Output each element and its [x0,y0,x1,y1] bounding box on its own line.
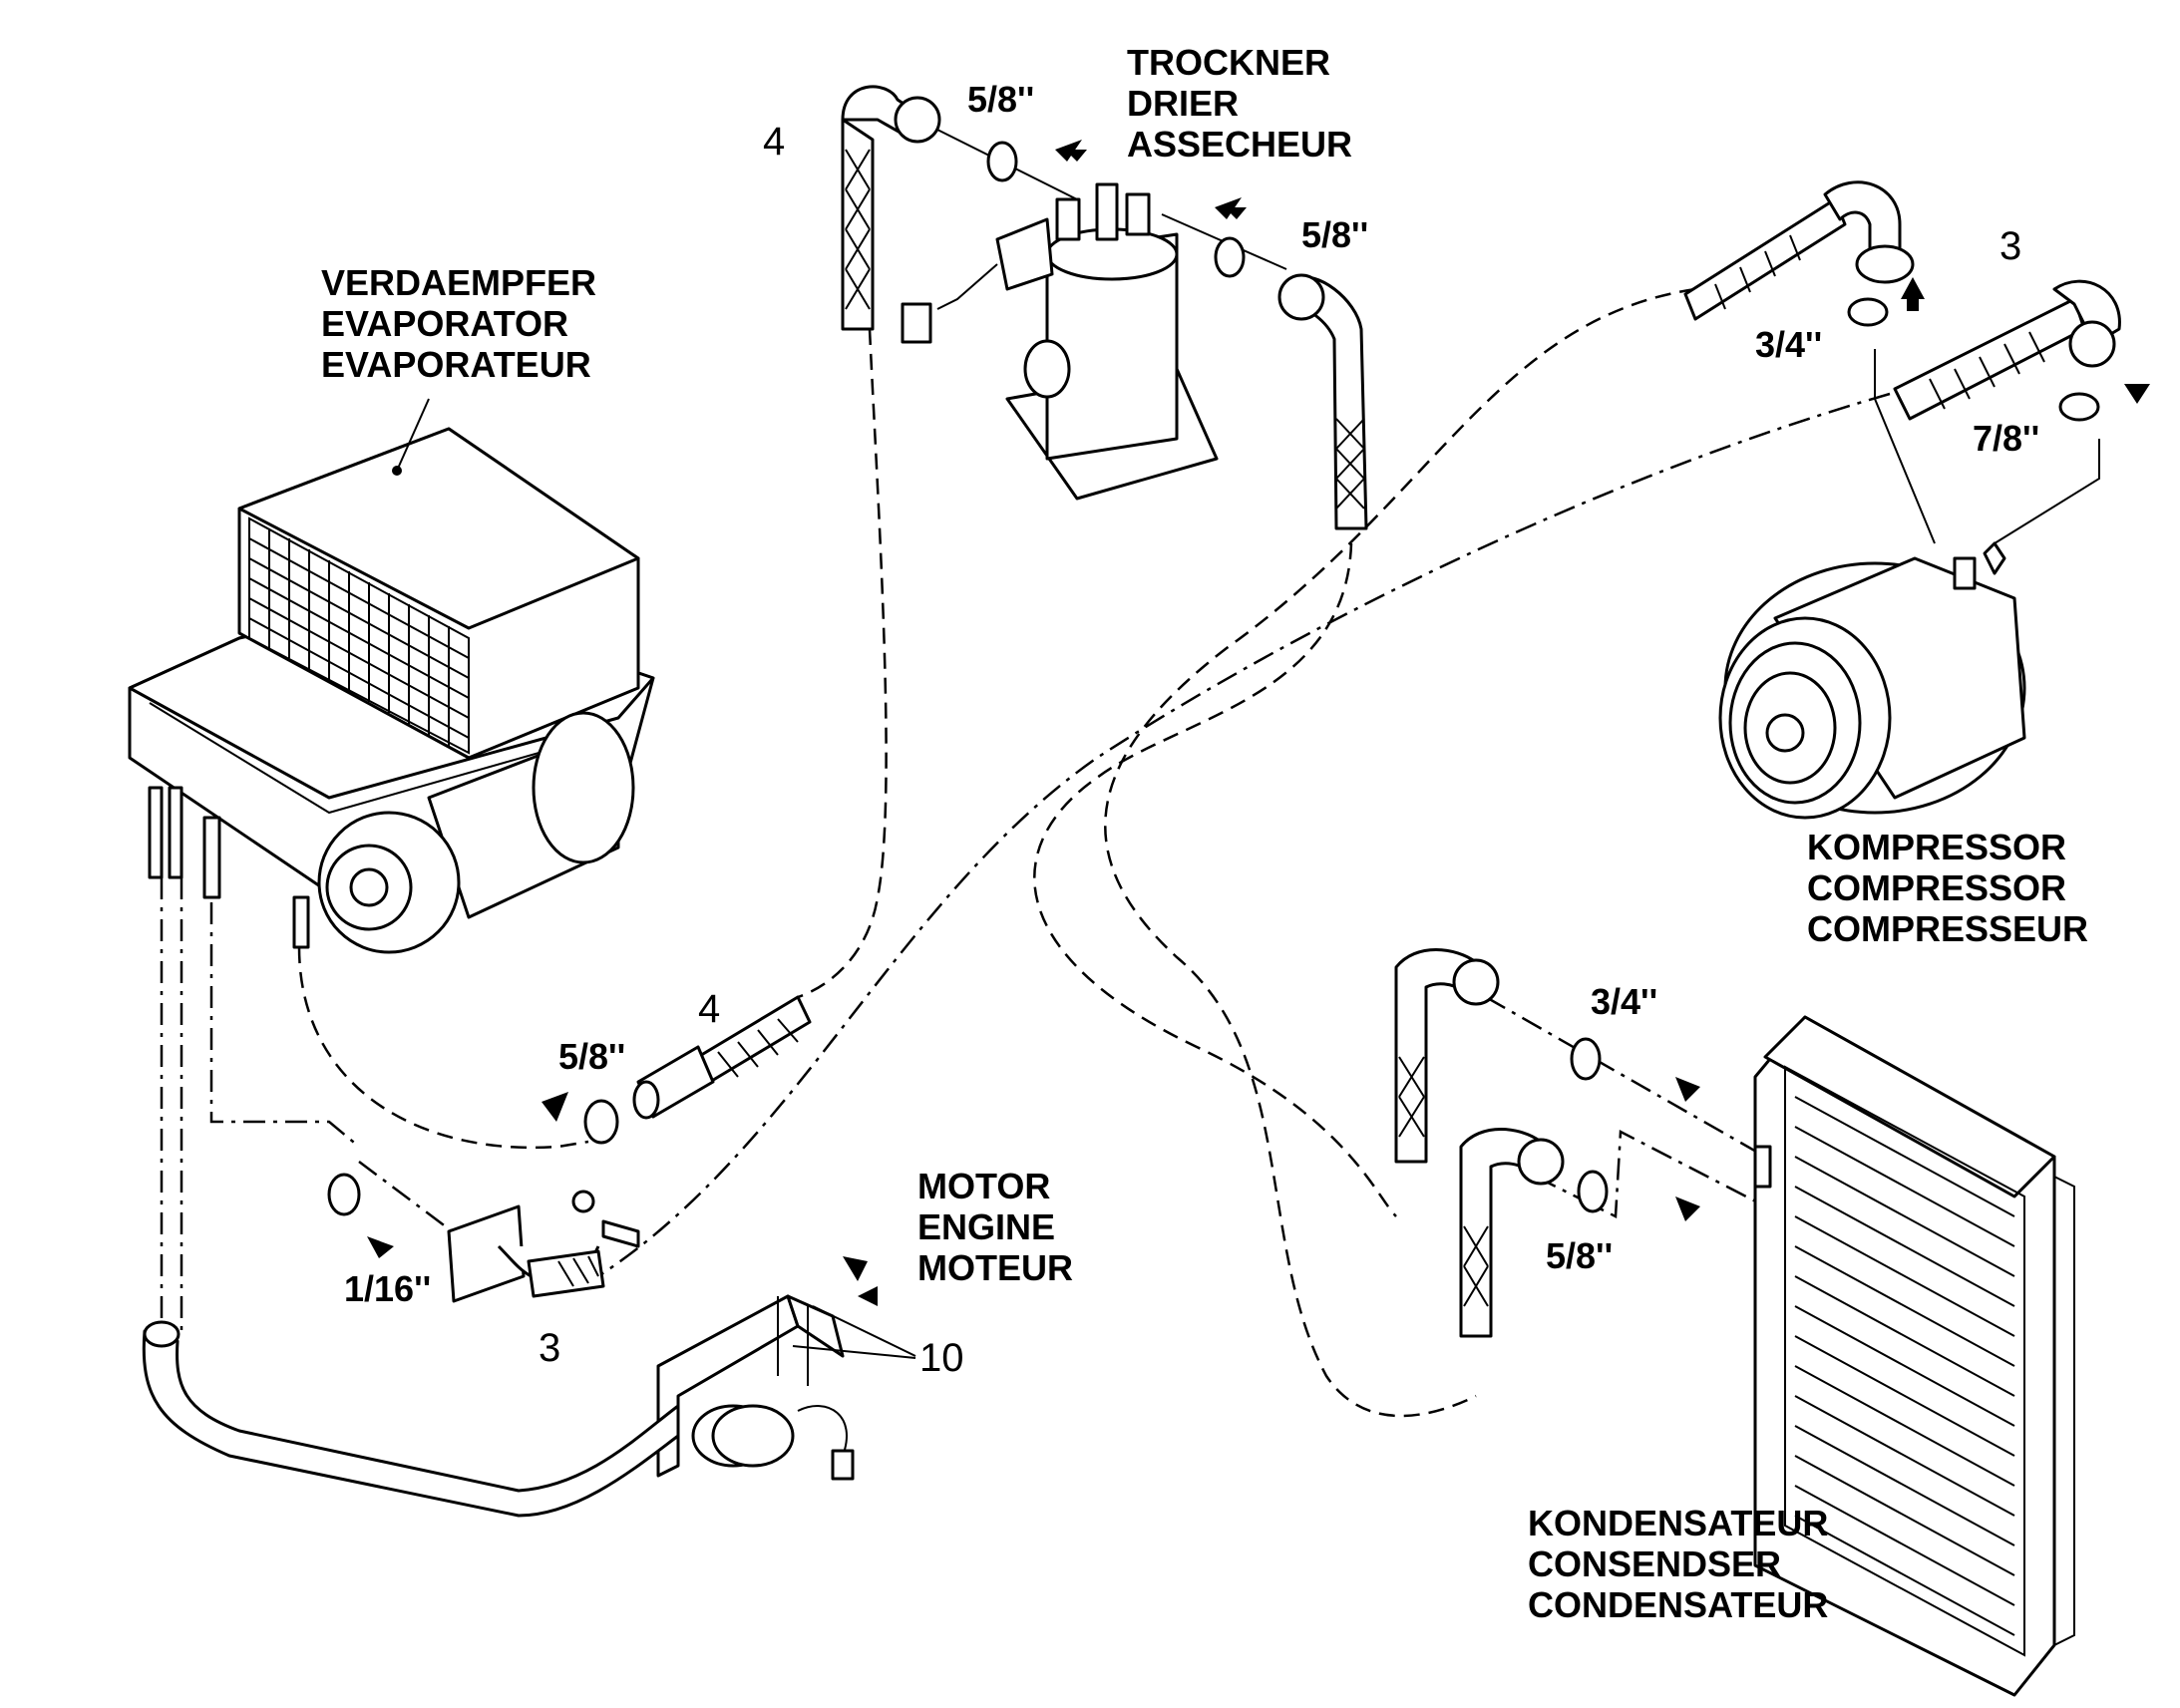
drier-label-en: DRIER [1127,83,1239,124]
engine-label-en: ENGINE [917,1206,1055,1247]
callout-clamps-engine: 10 [919,1336,964,1380]
o-rings [327,141,2100,1216]
compressor-label: KOMPRESSOR COMPRESSOR COMPRESSEUR [1807,827,2088,949]
condenser-unit [1753,1015,2075,1697]
evaporator-grille [248,516,470,755]
drier-unit [901,182,1219,501]
size-condenser-inlet: 3/4'' [1591,981,1657,1022]
evaporator-label: VERDAEMPFER EVAPORATOR EVAPORATEUR [321,262,596,385]
size-compressor-suction: 3/4'' [1755,324,1822,365]
engine-bracket-3 [447,1190,640,1303]
condenser-inlet-hose [1394,948,1500,1164]
drier-label: TROCKNER DRIER ASSECHEUR [1127,42,1352,165]
hose-routing-lines [160,287,2100,1418]
condenser-label-en: CONSENDSER [1528,1543,1781,1584]
condenser-outlet-hose [1459,1128,1565,1338]
compressor-unit [1718,541,2026,820]
condenser-label: KONDENSATEUR CONSENDSER CONDENSATEUR [1528,1503,1828,1625]
size-evaporator-liquid: 5/8'' [558,1036,625,1077]
evaporator-blower [317,711,635,954]
engine-label-de: MOTOR [917,1166,1050,1206]
compressor-label-de: KOMPRESSOR [1807,827,2066,867]
engine-clamp-bracket [656,1294,855,1481]
direction-arrows [367,140,2150,1306]
drier-label-fr: ASSECHEUR [1127,124,1352,165]
callout-hose-drier: 4 [763,120,785,164]
size-drier-outlet: 5/8'' [1301,214,1368,255]
callout-hose-compressor: 3 [1999,224,2021,268]
callout-hose-engine: 3 [539,1326,560,1370]
evaporator-label-en: EVAPORATOR [321,303,568,344]
drier-hose-4 [841,85,941,331]
size-drier-inlet: 5/8'' [967,79,1034,120]
size-evaporator-drain: 1/16'' [344,1268,431,1309]
callout-leader-10 [792,1305,916,1359]
engine-label: MOTOR ENGINE MOTEUR [917,1166,1073,1288]
compressor-label-en: COMPRESSOR [1807,867,2066,908]
condenser-label-fr: CONDENSATEUR [1528,1584,1828,1625]
compressor-suction-hose [1683,180,1915,321]
compressor-hose-3 [1893,279,2121,421]
engine-label-fr: MOTEUR [917,1247,1073,1288]
evaporator-label-de: VERDAEMPFER [321,262,596,303]
callout-hose-evaporator: 4 [698,987,720,1031]
size-compressor-discharge: 7/8'' [1973,418,2039,459]
evaporator-label-fr: EVAPORATEUR [321,344,591,385]
engine-return-pipe [142,1320,680,1518]
evaporator-unit [128,398,655,954]
drier-outlet-hose [1277,273,1368,530]
drier-label-de: TROCKNER [1127,42,1330,83]
evaporator-hose-4 [632,995,812,1120]
compressor-label-fr: COMPRESSEUR [1807,908,2088,949]
size-condenser-outlet: 5/8'' [1546,1235,1613,1276]
condenser-label-de: KONDENSATEUR [1528,1503,1828,1543]
